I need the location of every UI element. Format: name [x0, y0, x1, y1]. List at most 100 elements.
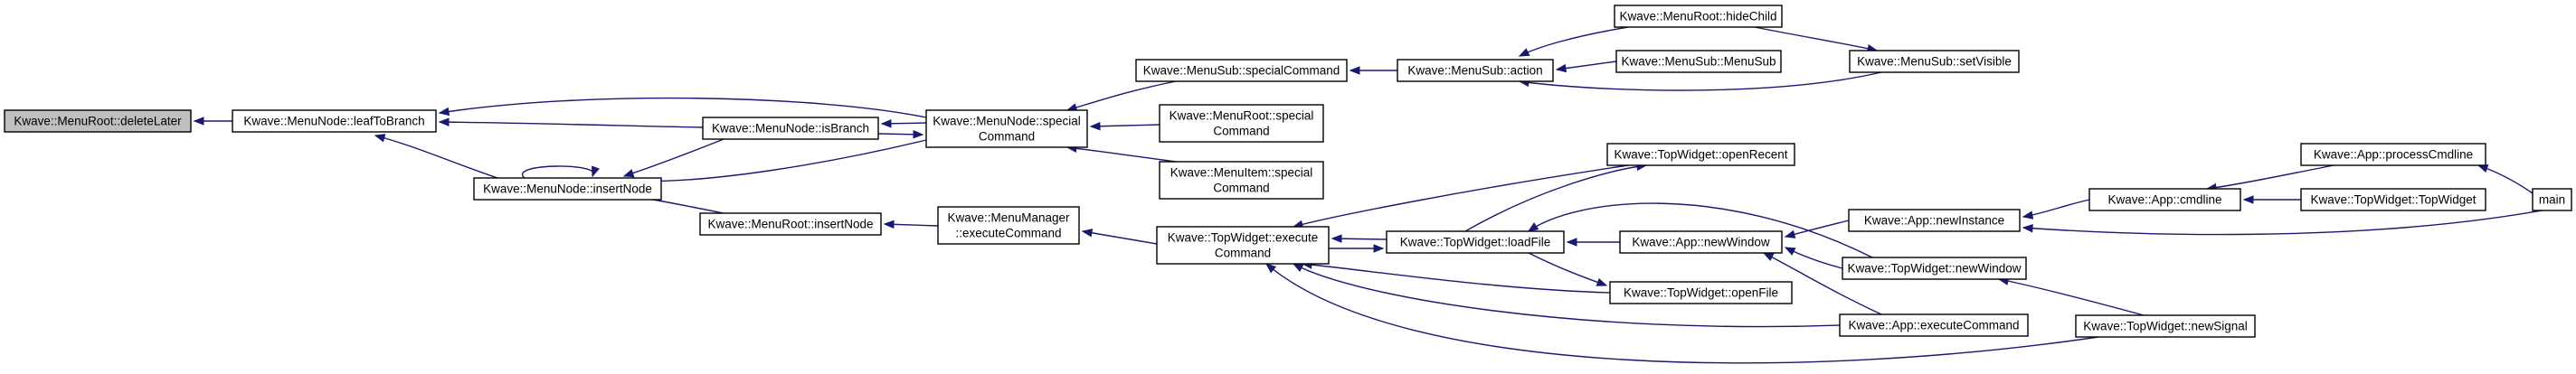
node-label: ::executeCommand — [955, 227, 1061, 240]
node-box[interactable] — [1842, 257, 2027, 280]
edge-specialCommand-to-leafToBranch — [438, 97, 927, 118]
node-label: Kwave::TopWidget::openRecent — [1614, 148, 1787, 162]
edge-line — [1082, 230, 1158, 245]
node-box[interactable] — [1156, 226, 1330, 265]
node-box[interactable] — [1849, 50, 2020, 73]
node-label: Kwave::MenuRoot::deleteLater — [14, 115, 182, 128]
node-menuSub[interactable]: Kwave::MenuSub::MenuSub — [1615, 50, 1782, 73]
node-appExecuteCommand[interactable]: Kwave::App::executeCommand — [1839, 313, 2029, 337]
node-box[interactable] — [1609, 281, 1793, 304]
node-box[interactable] — [937, 206, 1080, 245]
node-box[interactable] — [1619, 230, 1783, 254]
edge-isBranch-to-insertNode — [622, 138, 724, 178]
node-box[interactable] — [1848, 209, 2021, 232]
edge-line — [439, 121, 704, 128]
arrowhead-icon — [913, 130, 924, 139]
edge-appNewWindow-to-loadFile — [1566, 238, 1620, 247]
arrowhead-icon — [1527, 222, 1539, 232]
arrowhead-icon — [883, 220, 895, 229]
edge-line — [2022, 210, 2543, 236]
node-label: Kwave::MenuNode::insertNode — [483, 182, 652, 196]
node-box[interactable] — [699, 212, 882, 236]
node-box[interactable] — [1606, 143, 1795, 166]
node-executeCommand[interactable]: Kwave::MenuManager::executeCommand — [937, 206, 1080, 245]
arrowhead-icon — [1349, 66, 1360, 75]
node-label: Kwave::App::newInstance — [1864, 214, 2004, 228]
node-insertNode[interactable]: Kwave::MenuNode::insertNode — [473, 177, 662, 201]
node-box[interactable] — [2075, 314, 2256, 338]
node-label: Kwave::MenuSub::setVisible — [1857, 55, 2012, 69]
edge-line — [1763, 252, 1882, 315]
node-box[interactable] — [2088, 188, 2241, 211]
node-label: Kwave::MenuNode::special — [933, 115, 1081, 128]
edge-isBranch-to-leafToBranch — [438, 117, 704, 128]
node-box[interactable] — [925, 109, 1088, 148]
node-label: Command — [1215, 247, 1271, 260]
edge-line — [1464, 164, 1647, 232]
arrowhead-icon — [1264, 263, 1277, 274]
node-label: Kwave::MenuRoot::special — [1170, 109, 1314, 123]
node-box[interactable] — [1839, 313, 2029, 337]
node-label: Kwave::TopWidget::openFile — [1624, 286, 1778, 300]
arrowhead-icon — [2242, 195, 2254, 204]
node-hideChild[interactable]: Kwave::MenuRoot::hideChild — [1614, 5, 1783, 28]
node-label: Command — [1213, 182, 1269, 195]
edge-specialCommand-to-insertNode — [622, 139, 927, 186]
node-isBranch[interactable]: Kwave::MenuNode::isBranch — [702, 117, 879, 140]
arrowhead-icon — [1784, 229, 1796, 238]
node-box[interactable] — [1159, 161, 1324, 200]
node-openRecent[interactable]: Kwave::TopWidget::openRecent — [1606, 143, 1795, 166]
node-topWidgetCtor[interactable]: Kwave::TopWidget::TopWidget — [2300, 188, 2486, 211]
arrowhead-icon — [1518, 48, 1530, 57]
node-box[interactable] — [702, 117, 879, 140]
node-itemSpecialCommand[interactable]: Kwave::MenuItem::specialCommand — [1159, 161, 1324, 200]
node-twNewWindow[interactable]: Kwave::TopWidget::newWindow — [1842, 257, 2027, 280]
node-loadFile[interactable]: Kwave::TopWidget::loadFile — [1386, 230, 1565, 254]
node-box[interactable] — [4, 109, 192, 133]
node-openFile[interactable]: Kwave::TopWidget::openFile — [1609, 281, 1793, 304]
node-rootSpecialCommand[interactable]: Kwave::MenuRoot::specialCommand — [1159, 104, 1324, 143]
node-processCmdline[interactable]: Kwave::App::processCmdline — [2300, 143, 2486, 166]
node-cmdline[interactable]: Kwave::App::cmdline — [2088, 188, 2241, 211]
arrowhead-icon — [1081, 229, 1094, 238]
edge-line — [1998, 278, 2145, 316]
node-main[interactable]: main — [2532, 188, 2572, 211]
node-rootInsertNode[interactable]: Kwave::MenuRoot::insertNode — [699, 212, 882, 236]
node-appNewWindow[interactable]: Kwave::App::newWindow — [1619, 230, 1783, 254]
edge-line — [439, 97, 927, 118]
edge-isBranch-to-specialCommand — [877, 130, 924, 139]
edge-twExecuteCommand-to-loadFile — [1329, 244, 1385, 253]
node-box[interactable] — [1615, 50, 1782, 73]
node-label: Kwave::MenuNode::leafToBranch — [243, 115, 424, 128]
node-box[interactable] — [1135, 59, 1348, 82]
edge-line — [521, 165, 595, 179]
node-box[interactable] — [2300, 188, 2486, 211]
node-newSignal[interactable]: Kwave::TopWidget::newSignal — [2075, 314, 2256, 338]
node-box[interactable] — [1614, 5, 1783, 28]
edge-specialCommand-to-isBranch — [880, 119, 927, 128]
node-leafToBranch[interactable]: Kwave::MenuNode::leafToBranch — [232, 109, 437, 133]
edge-line — [2206, 164, 2334, 190]
node-box[interactable] — [232, 109, 437, 133]
node-deleteLater[interactable]: Kwave::MenuRoot::deleteLater — [4, 109, 192, 133]
node-newInstance[interactable]: Kwave::App::newInstance — [1848, 209, 2021, 232]
node-label: Kwave::MenuSub::action — [1407, 64, 1542, 78]
node-label: Command — [1213, 125, 1269, 138]
edge-line — [1302, 263, 1611, 294]
node-twExecuteCommand[interactable]: Kwave::TopWidget::executeCommand — [1156, 226, 1330, 265]
node-box[interactable] — [2300, 143, 2486, 166]
node-subAction[interactable]: Kwave::MenuSub::action — [1397, 59, 1554, 82]
edge-line — [1519, 71, 1882, 91]
node-box[interactable] — [473, 177, 662, 201]
node-box[interactable] — [1159, 104, 1324, 143]
node-setVisible[interactable]: Kwave::MenuSub::setVisible — [1849, 50, 2020, 73]
node-box[interactable] — [1386, 230, 1565, 254]
node-specialCommand[interactable]: Kwave::MenuNode::specialCommand — [925, 109, 1088, 148]
node-box[interactable] — [2532, 188, 2572, 211]
edge-line — [2022, 199, 2090, 218]
node-subSpecialCommand[interactable]: Kwave::MenuSub::specialCommand — [1135, 59, 1348, 82]
edge-line — [623, 138, 724, 177]
node-label: Kwave::MenuRoot::insertNode — [707, 218, 873, 231]
node-box[interactable] — [1397, 59, 1554, 82]
node-label: Kwave::TopWidget::newWindow — [1847, 262, 2021, 276]
